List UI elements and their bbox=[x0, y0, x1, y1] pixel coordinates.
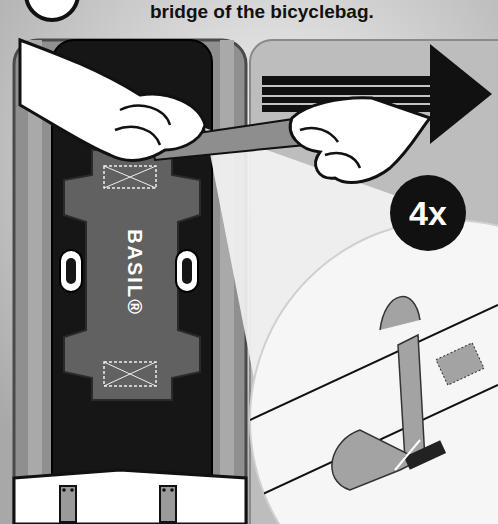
count-badge: 4x bbox=[390, 175, 466, 251]
brand-logo: BASIL® bbox=[123, 229, 146, 316]
count-text: 4x bbox=[409, 194, 447, 233]
instruction-text: bridge of the bicyclebag. bbox=[150, 1, 374, 23]
